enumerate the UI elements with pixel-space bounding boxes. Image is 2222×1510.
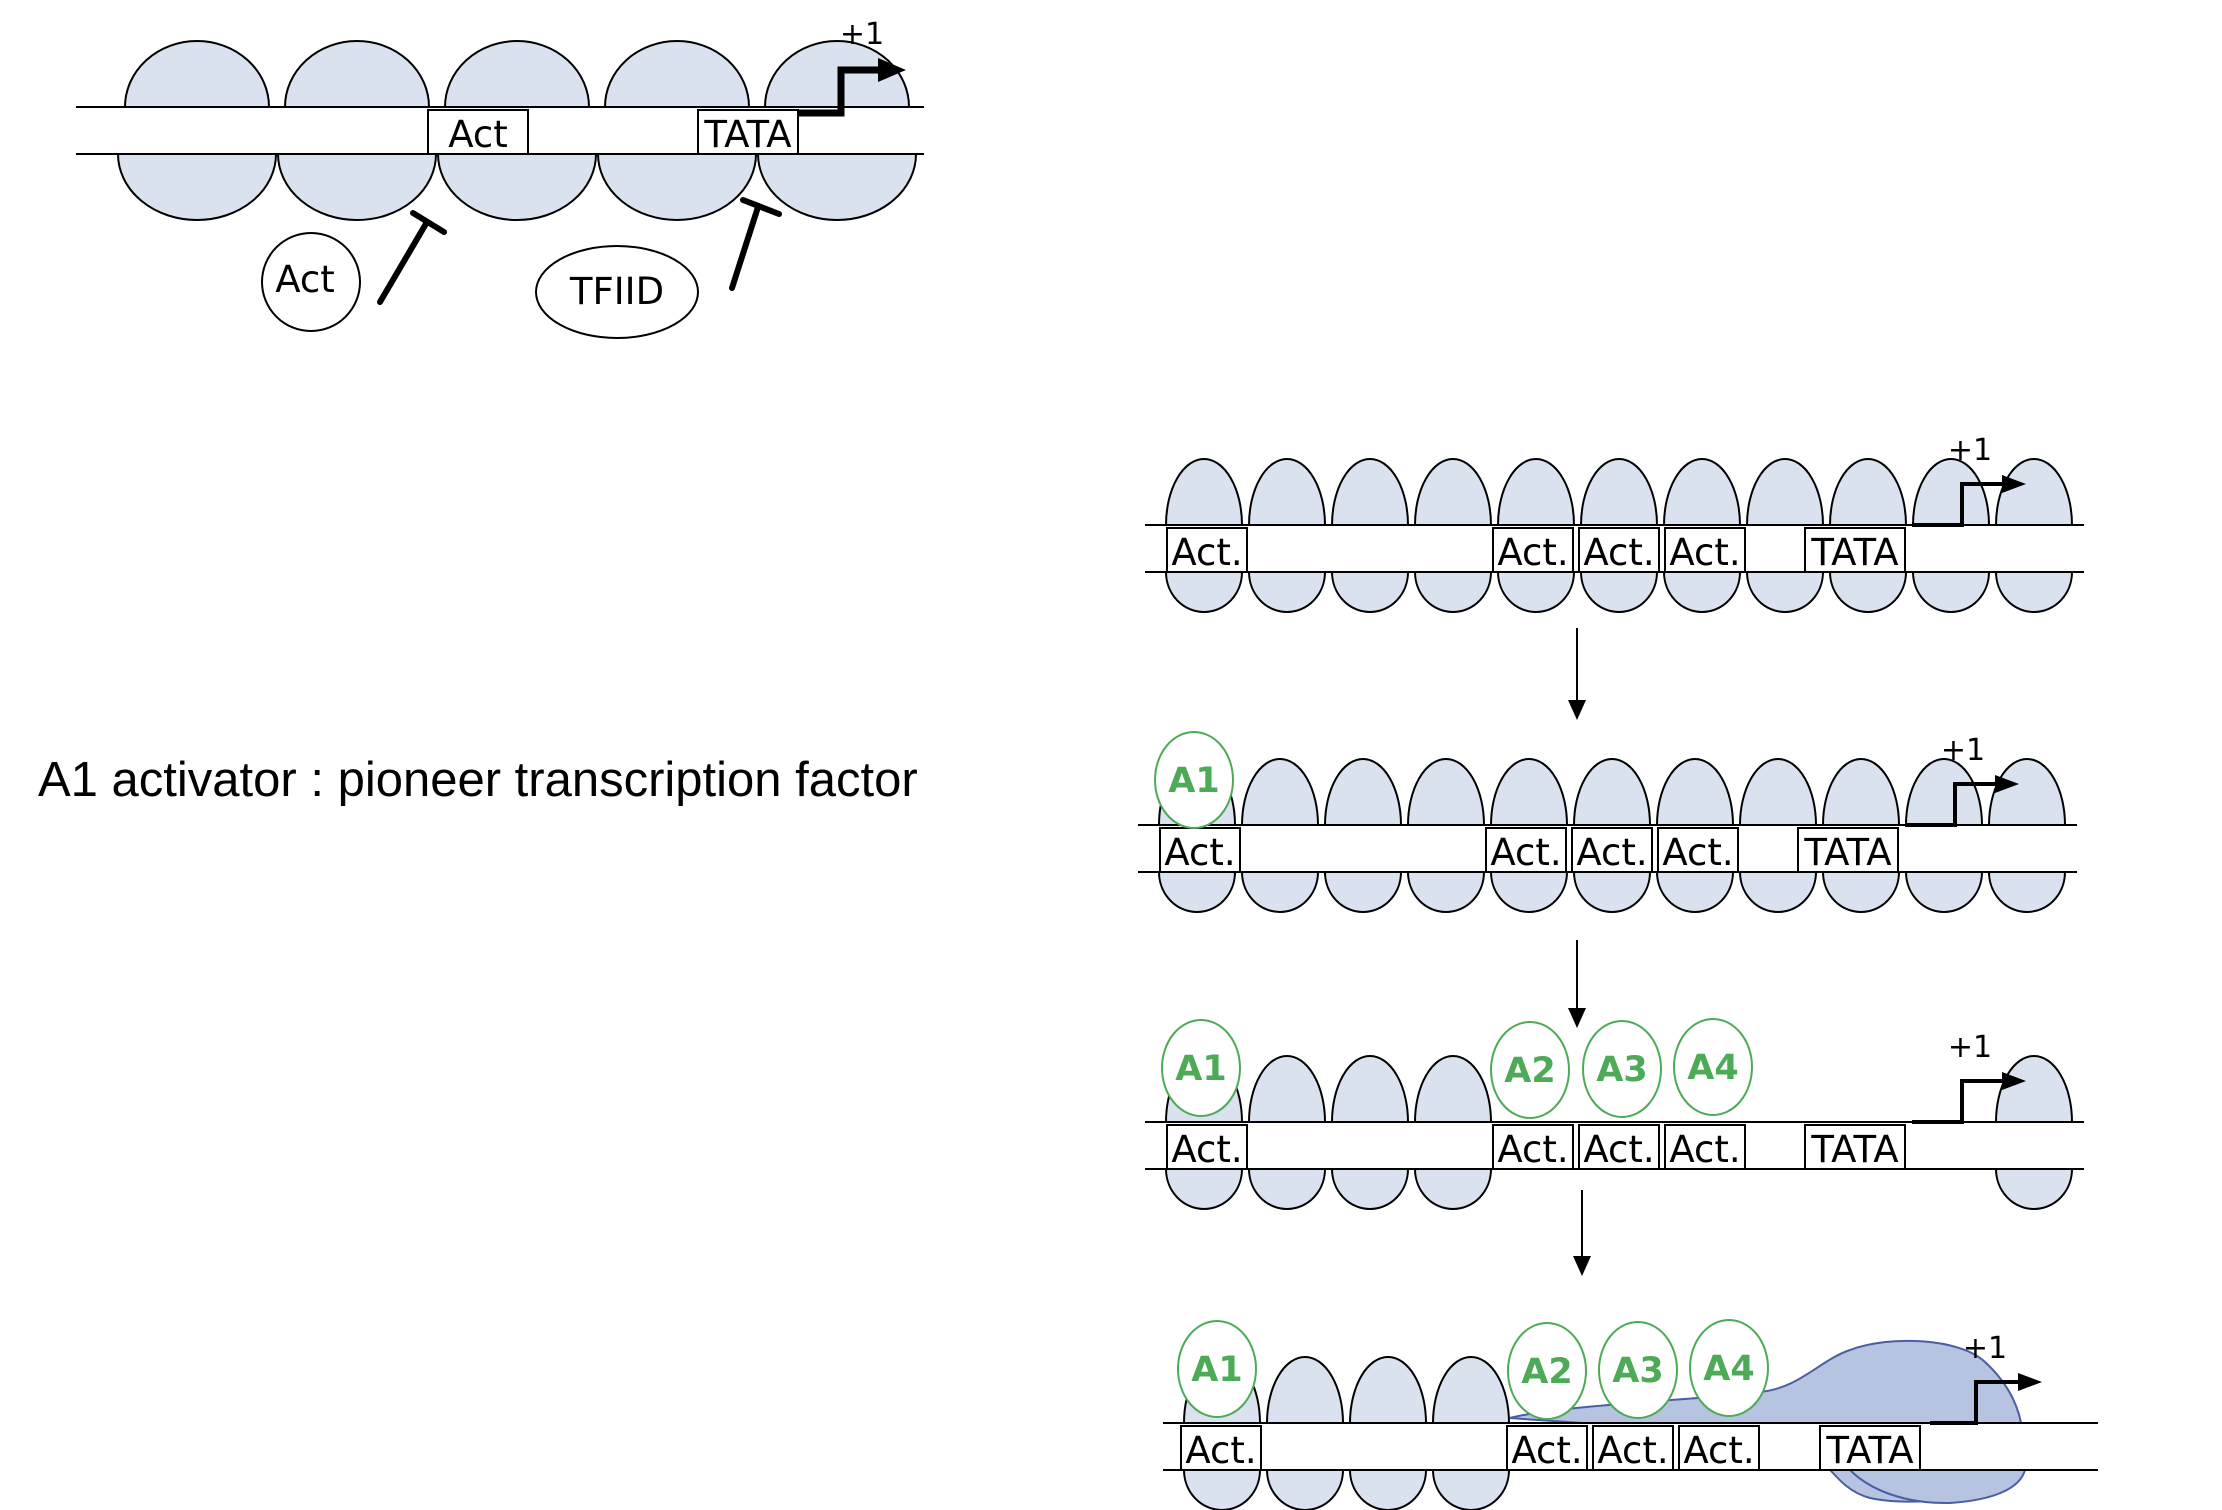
panel-3-activator-a2: A2	[1490, 1021, 1570, 1119]
panel-4-activator-a3-label: A3	[1612, 1351, 1663, 1391]
panel-4-tata-box: TATA	[1819, 1425, 1921, 1472]
panel-2-act-box-4-label: Act.	[1662, 831, 1733, 874]
panel-4-tata-box-label: TATA	[1825, 1429, 1913, 1472]
top-promoter-diagram: Act TATA +1 Act TFIID	[76, 17, 924, 339]
panel-1-tss-arrow: +1	[1912, 433, 2026, 527]
top-nucleosomes-lower	[116, 153, 918, 221]
top-tata-box: TATA	[697, 109, 799, 156]
slide-caption: A1 activator : pioneer transcription fac…	[38, 752, 918, 808]
top-inhibition-tfiid	[729, 197, 782, 291]
panel-4-act-box-1-label: Act.	[1185, 1429, 1256, 1472]
panel-1-act-box-3-label: Act.	[1583, 531, 1654, 574]
panel-4-act-box-1: Act.	[1180, 1425, 1262, 1472]
arrow-panel-2-to-3	[1568, 940, 1586, 1028]
panel-2-act-box-1-label: Act.	[1164, 831, 1235, 874]
panel-3-activator-a1: A1	[1161, 1019, 1241, 1117]
panel-1-act-box-2: Act.	[1492, 527, 1574, 574]
panel-3-tata-box-label: TATA	[1810, 1128, 1898, 1171]
panel-3-act-box-4-label: Act.	[1669, 1128, 1740, 1171]
panel-1-nucleosomes-lower	[1164, 571, 2074, 613]
panel-3-tss-arrow: +1	[1912, 1030, 2026, 1124]
panel-1-nucleosomes-upper	[1164, 458, 2074, 526]
panel-2-act-box-4: Act.	[1657, 827, 1739, 874]
panel-4-activator-a1-label: A1	[1191, 1350, 1242, 1390]
top-nucleosomes-upper	[123, 40, 911, 108]
panel-2-tata-box: TATA	[1797, 827, 1899, 874]
panel-3-act-box-2-label: Act.	[1497, 1128, 1568, 1171]
panel-4-act-box-2: Act.	[1506, 1425, 1588, 1472]
panel-2-pioneer-binding: Act. Act. Act. Act. TATA A1 +1	[1138, 731, 2077, 913]
panel-4-preinitiation-complex: Act. Act. Act. Act. TATA A1 A2 A3 A4 +1	[1163, 1319, 2098, 1510]
panel-2-nucleosomes-upper	[1157, 758, 2067, 826]
panel-4-tss-label: +1	[1963, 1331, 2007, 1366]
panel-1-act-box-4: Act.	[1664, 527, 1746, 574]
panel-2-activator-a1-label: A1	[1168, 761, 1219, 801]
panel-3-act-box-4: Act.	[1664, 1124, 1746, 1171]
top-factor-tfiid: TFIID	[535, 245, 699, 339]
panel-3-activators-bound: Act. Act. Act. Act. TATA A1 A2 A3 A4 +1	[1145, 1018, 2084, 1210]
top-act-box: Act	[427, 109, 529, 156]
panel-3-act-box-1-label: Act.	[1171, 1128, 1242, 1171]
top-tss-arrow: +1	[798, 17, 906, 117]
panel-4-activator-a4: A4	[1689, 1319, 1769, 1417]
panel-1-act-box-1: Act.	[1166, 527, 1248, 574]
panel-4-activator-a2-label: A2	[1521, 1352, 1572, 1392]
arrow-panel-3-to-4	[1573, 1190, 1591, 1276]
top-inhibition-act	[377, 210, 447, 305]
panel-2-nucleosomes-lower	[1157, 871, 2067, 913]
caption-part-1: A1 activator :	[38, 753, 338, 807]
top-factor-tfiid-label: TFIID	[569, 270, 664, 313]
panel-2-act-box-3: Act.	[1571, 827, 1653, 874]
panel-1-act-box-3: Act.	[1578, 527, 1660, 574]
panel-4-activator-a1: A1	[1177, 1320, 1257, 1418]
top-tata-box-label: TATA	[703, 113, 791, 156]
panel-3-act-box-2: Act.	[1492, 1124, 1574, 1171]
panel-3-act-box-3: Act.	[1578, 1124, 1660, 1171]
panel-3-activator-a4-label: A4	[1687, 1048, 1738, 1088]
panel-2-act-box-2: Act.	[1485, 827, 1567, 874]
panel-4-activator-a2: A2	[1507, 1322, 1587, 1420]
panel-3-tata-box: TATA	[1804, 1124, 1906, 1171]
panel-2-act-box-2-label: Act.	[1490, 831, 1561, 874]
panel-3-activator-a3: A3	[1582, 1020, 1662, 1118]
panel-2-tata-box-label: TATA	[1803, 831, 1891, 874]
top-tss-label: +1	[840, 17, 884, 52]
panel-1-tss-label: +1	[1948, 433, 1992, 468]
panel-2-activator-a1: A1	[1154, 731, 1234, 829]
panel-3-nucleosomes-lower	[1164, 1168, 2074, 1210]
panel-4-complex-lower-lobe	[1847, 1469, 2027, 1505]
top-factor-act-label: Act	[275, 258, 335, 301]
panel-4-act-box-3-label: Act.	[1597, 1429, 1668, 1472]
panel-4-act-box-4: Act.	[1678, 1425, 1760, 1472]
panel-3-activator-a4: A4	[1673, 1018, 1753, 1116]
top-factor-act: Act	[261, 232, 361, 332]
panel-4-tss-arrow: +1	[1930, 1331, 2042, 1425]
panel-3-activator-a1-label: A1	[1175, 1049, 1226, 1089]
panel-4-activator-a3: A3	[1598, 1321, 1678, 1419]
panel-2-tss-arrow: +1	[1905, 733, 2019, 827]
panel-4-activator-a4-label: A4	[1703, 1349, 1754, 1389]
panel-3-act-box-3-label: Act.	[1583, 1128, 1654, 1171]
panel-1-tata-box: TATA	[1804, 527, 1906, 574]
panel-2-act-box-3-label: Act.	[1576, 831, 1647, 874]
caption-part-2: pioneer transcription factor	[337, 753, 918, 807]
panel-3-tss-label: +1	[1948, 1030, 1992, 1065]
arrow-panel-1-to-2	[1568, 628, 1586, 720]
top-act-box-label: Act	[448, 113, 508, 156]
panel-3-activator-a3-label: A3	[1596, 1050, 1647, 1090]
panel-1-act-box-4-label: Act.	[1669, 531, 1740, 574]
panel-1-act-box-2-label: Act.	[1497, 531, 1568, 574]
panel-2-tss-label: +1	[1941, 733, 1985, 768]
panel-3-activator-a2-label: A2	[1504, 1051, 1555, 1091]
panel-4-act-box-4-label: Act.	[1683, 1429, 1754, 1472]
panel-3-act-box-1: Act.	[1166, 1124, 1248, 1171]
panel-4-nucleosomes-lower	[1182, 1469, 1511, 1510]
panel-4-act-box-2-label: Act.	[1511, 1429, 1582, 1472]
panel-1-act-box-1-label: Act.	[1171, 531, 1242, 574]
panel-4-act-box-3: Act.	[1592, 1425, 1674, 1472]
panel-1-tata-box-label: TATA	[1810, 531, 1898, 574]
panel-1-closed-chromatin: Act. Act. Act. Act. TATA +1	[1145, 433, 2084, 613]
panel-2-act-box-1: Act.	[1159, 827, 1241, 874]
